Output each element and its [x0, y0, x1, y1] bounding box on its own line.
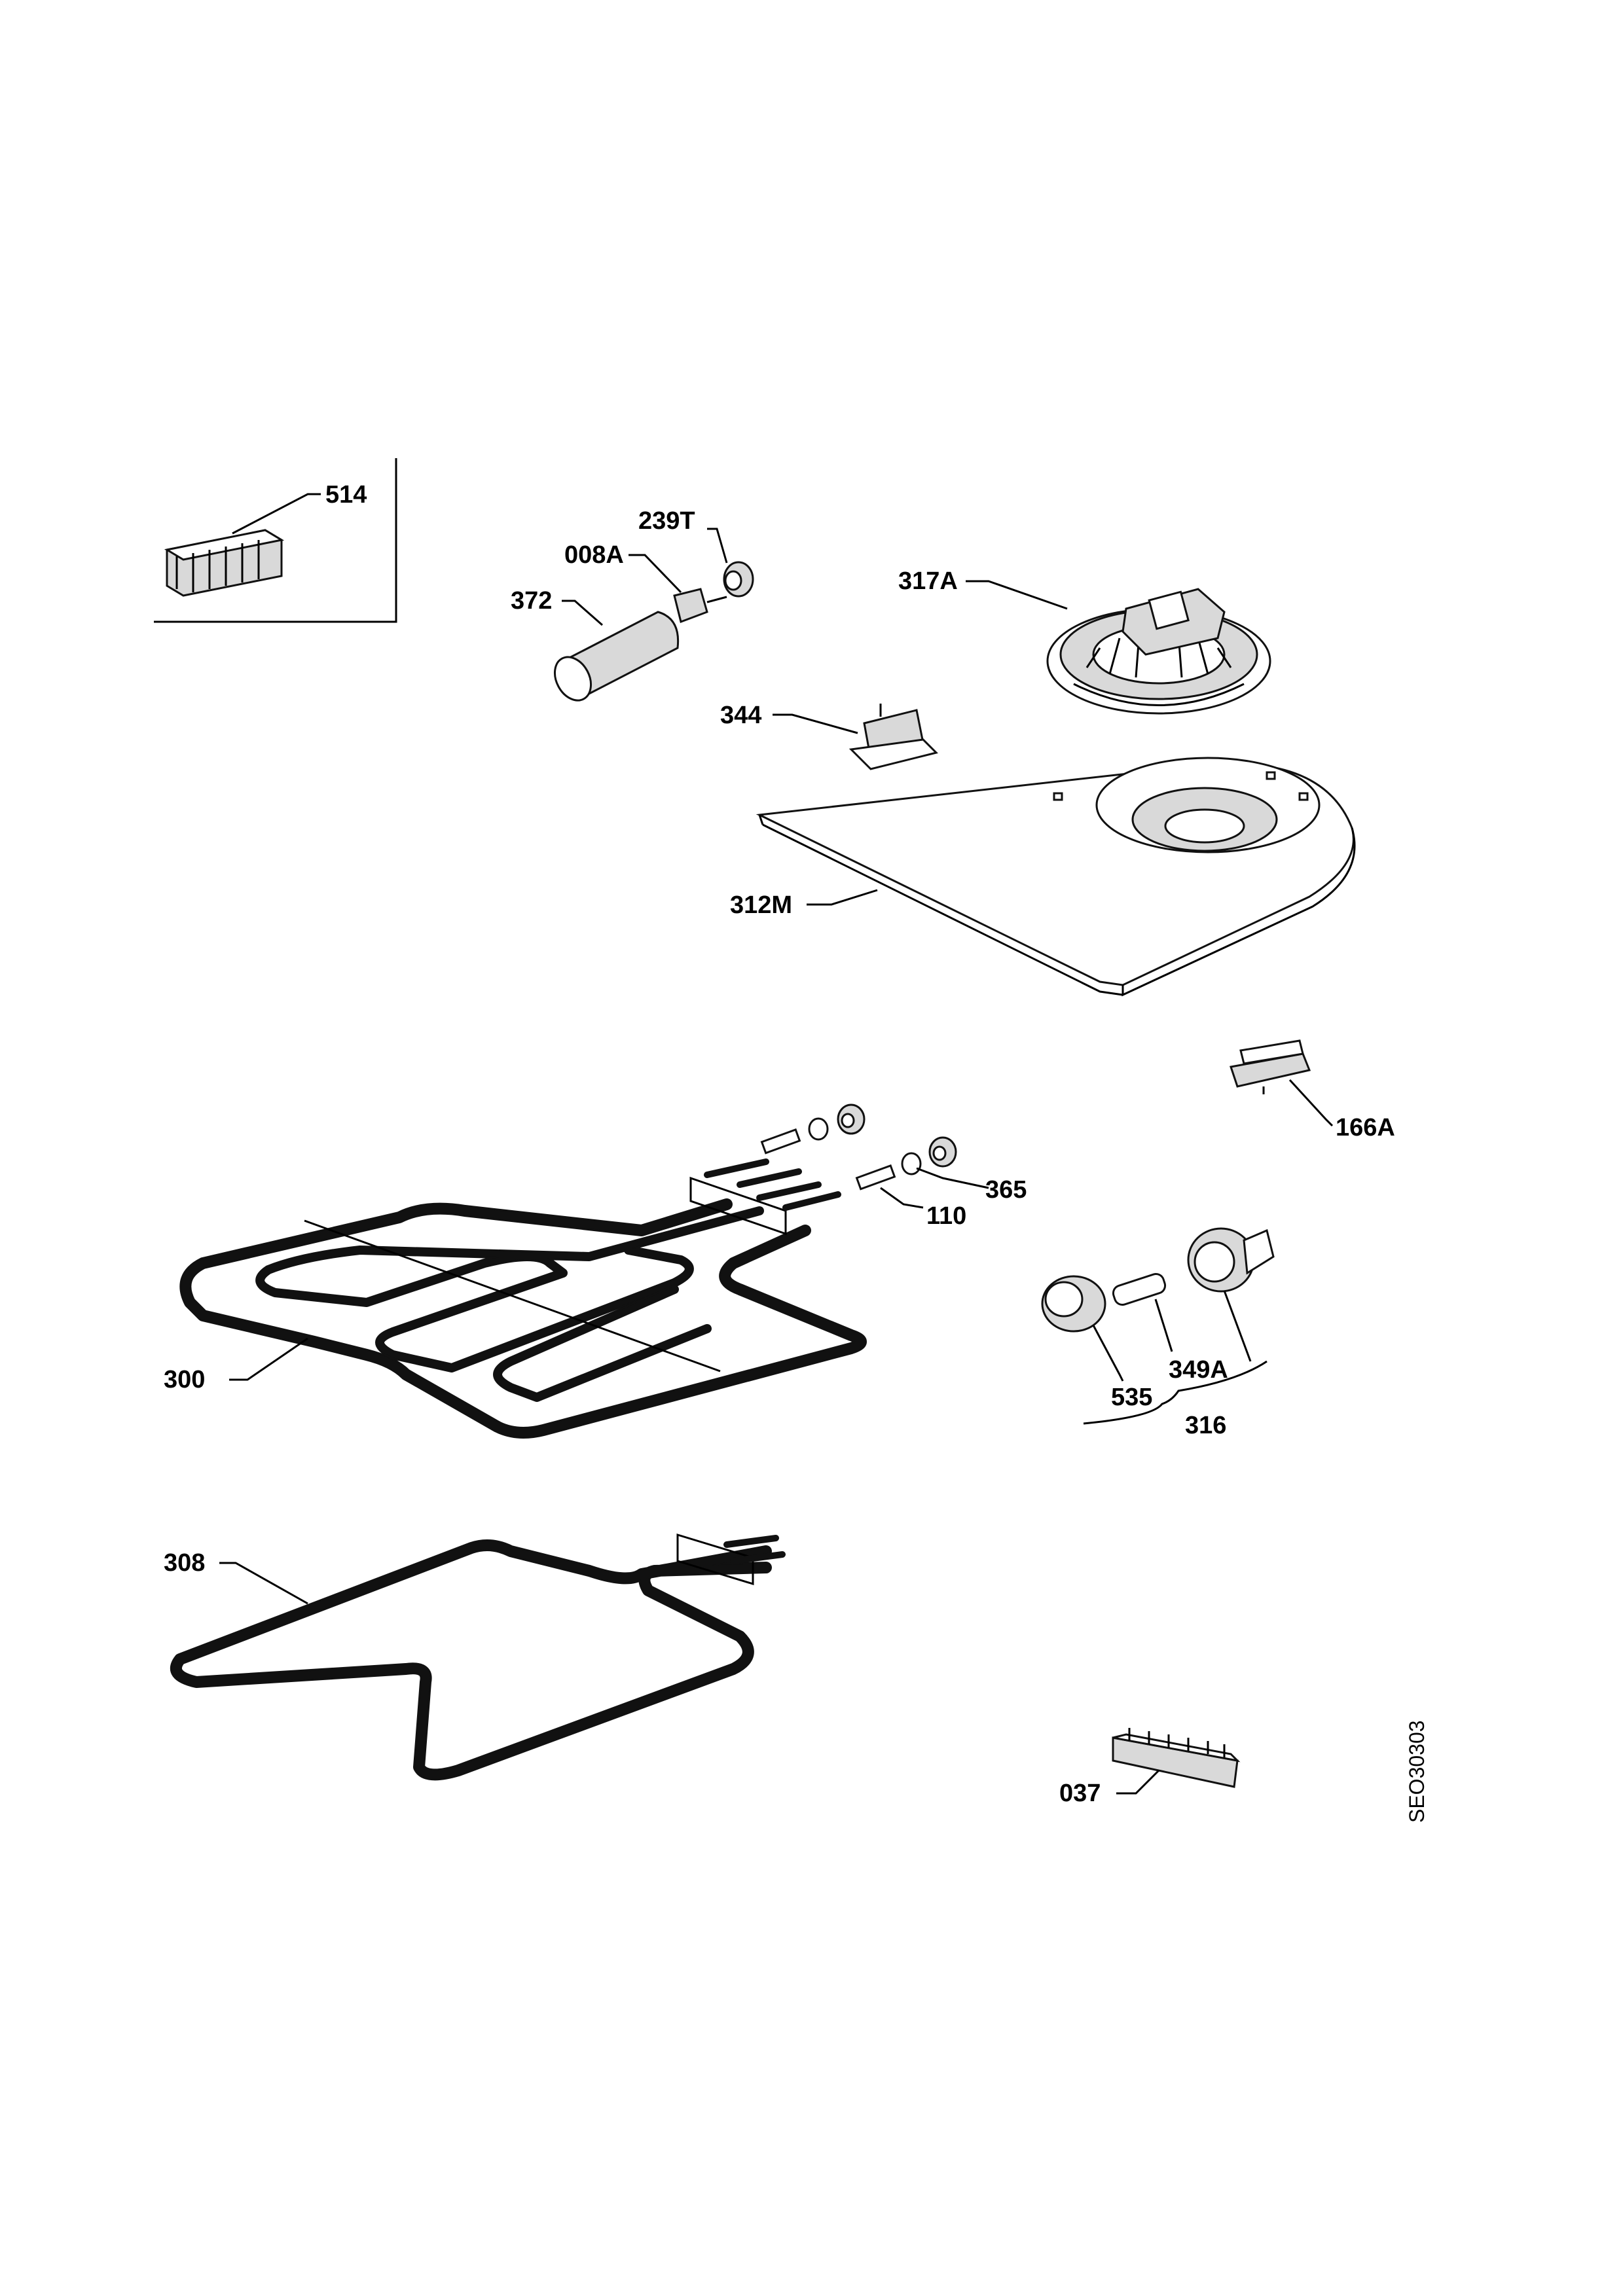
part-312M-fan-cover: [756, 757, 1356, 997]
part-344-bracket: [773, 704, 938, 770]
label-365: 365: [985, 1176, 1027, 1204]
part-365-nuts: [808, 1103, 989, 1189]
part-037-terminal-strip: [1112, 1728, 1241, 1795]
label-166A: 166A: [1336, 1114, 1395, 1141]
label-300: 300: [164, 1366, 205, 1393]
label-308: 308: [164, 1549, 205, 1577]
part-308-bottom-element: [170, 1533, 786, 1781]
part-300-grill-element: [179, 1158, 867, 1439]
part-317A-fan-motor: [966, 580, 1271, 715]
part-349A-lamp-holder: [1112, 1227, 1275, 1362]
label-239T: 239T: [638, 507, 695, 535]
part-372-capacitor: [553, 600, 680, 702]
part-008A-holder: [629, 554, 727, 623]
label-110: 110: [926, 1202, 966, 1230]
label-008A: 008A: [564, 541, 624, 569]
label-349A: 349A: [1169, 1356, 1228, 1384]
part-316-lamp-assembly-brace: [1083, 1360, 1267, 1425]
label-312M: 312M: [730, 891, 792, 919]
label-037: 037: [1059, 1780, 1101, 1807]
part-239T-nut: [707, 528, 754, 598]
part-535-lamp-cover: [1041, 1275, 1124, 1382]
label-344: 344: [720, 702, 761, 729]
label-317A: 317A: [898, 567, 958, 595]
label-514: 514: [325, 481, 367, 509]
label-316: 316: [1185, 1412, 1226, 1439]
reference-code: SEO30303: [1405, 1720, 1429, 1823]
part-110-spacers: [760, 1128, 924, 1209]
part-514-connector-block: [154, 458, 397, 623]
part-166A-terminal: [1230, 1039, 1334, 1127]
label-372: 372: [511, 587, 552, 615]
label-535: 535: [1111, 1384, 1152, 1411]
